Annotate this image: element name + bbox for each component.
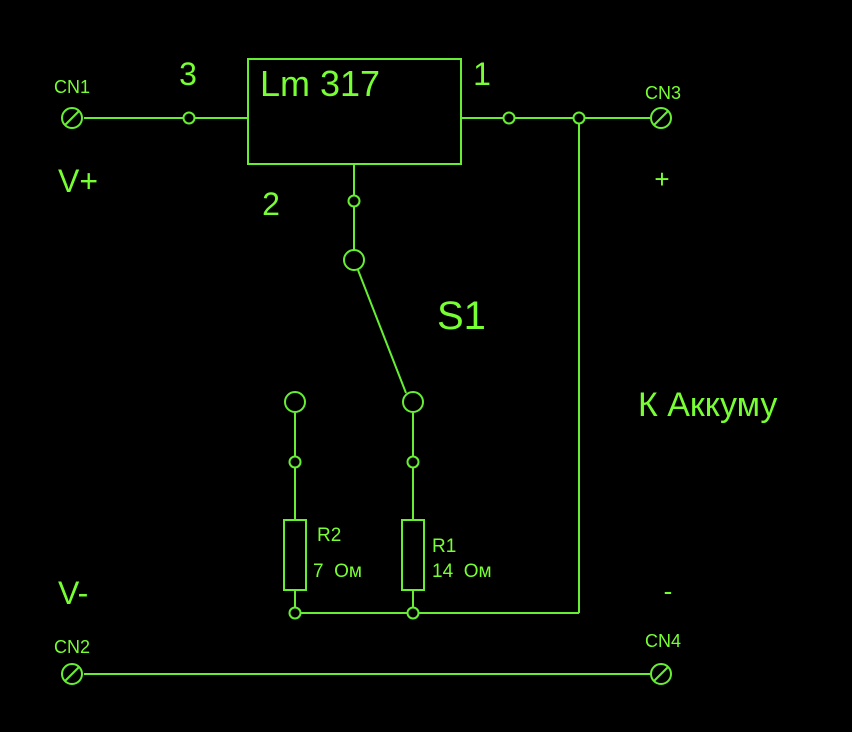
label-r1-value: 14 Ом (432, 561, 492, 582)
switch-contacts (284, 249, 424, 413)
switch-blade (357, 269, 407, 394)
resistor-r2 (283, 519, 307, 591)
label-cn4: CN4 (645, 631, 681, 651)
label-battery: К Аккуму (638, 386, 777, 424)
label-cn3: CN3 (645, 83, 681, 103)
terminals (61, 107, 672, 685)
junction-dots (182, 111, 586, 620)
terminal-cn3-icon (650, 107, 672, 129)
switch-left-contact (284, 391, 306, 413)
label-cn2: CN2 (54, 637, 90, 657)
junction-right (572, 111, 586, 125)
junction-r2-top (288, 455, 302, 469)
lm317-box (247, 58, 462, 165)
label-r1-name: R1 (432, 536, 456, 557)
terminal-cn2-icon (61, 663, 83, 685)
switch-right-contact (402, 391, 424, 413)
resistor-r1 (401, 519, 425, 591)
junction-r1-top (406, 455, 420, 469)
label-plus: + (654, 164, 669, 194)
label-minus: - (664, 576, 673, 606)
junction-r2-bottom (288, 606, 302, 620)
terminal-cn1-icon (61, 107, 83, 129)
label-pin2: 2 (262, 186, 280, 222)
label-cn1: CN1 (54, 77, 90, 97)
resistors (283, 519, 425, 591)
label-pin3: 3 (179, 56, 197, 92)
switch-common-contact (343, 249, 365, 271)
terminal-cn4-icon (650, 663, 672, 685)
junction-pin1 (502, 111, 516, 125)
label-pin1: 1 (473, 56, 491, 92)
text-labels: CN1 CN3 CN2 CN4 V+ V- + - Lm 317 3 1 2 S… (54, 56, 777, 657)
label-regulator: Lm 317 (260, 63, 380, 104)
label-r2-name: R2 (317, 525, 341, 546)
junction-pin3 (182, 111, 196, 125)
label-r2-value: 7 Ом (313, 561, 362, 582)
label-v-plus: V+ (58, 163, 98, 199)
label-switch: S1 (437, 294, 486, 338)
junction-r1-bottom (406, 606, 420, 620)
label-v-minus: V- (58, 575, 88, 611)
junction-pin2 (347, 194, 361, 208)
